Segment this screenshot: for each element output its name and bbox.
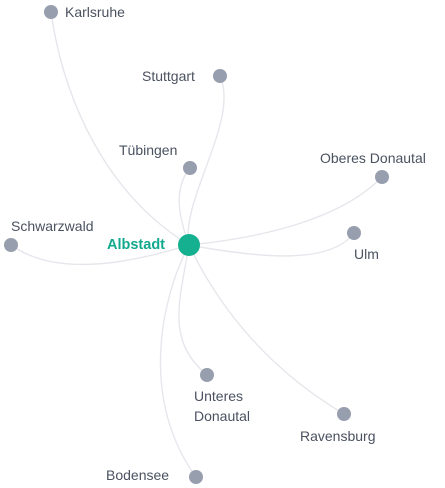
- node-label-karlsruhe: Karlsruhe: [65, 4, 125, 20]
- node-label-bodensee: Bodensee: [106, 467, 170, 483]
- node-schwarzwald[interactable]: [4, 238, 18, 252]
- edges: [10, 11, 383, 478]
- node-ulm[interactable]: [347, 226, 361, 240]
- edge-unteres-donautal: [178, 244, 208, 376]
- node-unteres-donautal[interactable]: [200, 368, 214, 382]
- edge-oberes-donautal: [188, 176, 383, 246]
- edge-stuttgart: [187, 75, 225, 246]
- node-label-unteres-donautal: Unteres Donautal: [194, 388, 251, 424]
- node-ravensburg[interactable]: [337, 407, 351, 421]
- edge-ulm: [188, 232, 355, 257]
- edge-schwarzwald: [10, 244, 190, 266]
- nodes: [4, 5, 389, 484]
- center-label-albstadt: Albstadt: [107, 237, 165, 253]
- node-stuttgart[interactable]: [213, 69, 227, 83]
- node-bodensee[interactable]: [189, 470, 203, 484]
- node-label-ravensburg: Ravensburg: [300, 428, 376, 444]
- edge-ravensburg: [188, 244, 345, 415]
- node-label-oberes-donautal: Oberes Donautal: [320, 150, 426, 166]
- node-label-schwarzwald: Schwarzwald: [11, 218, 94, 234]
- node-label-stuttgart: Stuttgart: [142, 68, 195, 84]
- edge-bodensee: [159, 244, 197, 478]
- node-label-tuebingen: Tübingen: [119, 142, 178, 158]
- node-karlsruhe[interactable]: [44, 5, 58, 19]
- center-node-albstadt[interactable]: [178, 234, 200, 256]
- edge-karlsruhe: [50, 11, 190, 246]
- node-label-ulm: Ulm: [354, 246, 379, 262]
- node-tuebingen[interactable]: [183, 161, 197, 175]
- node-oberes-donautal[interactable]: [375, 170, 389, 184]
